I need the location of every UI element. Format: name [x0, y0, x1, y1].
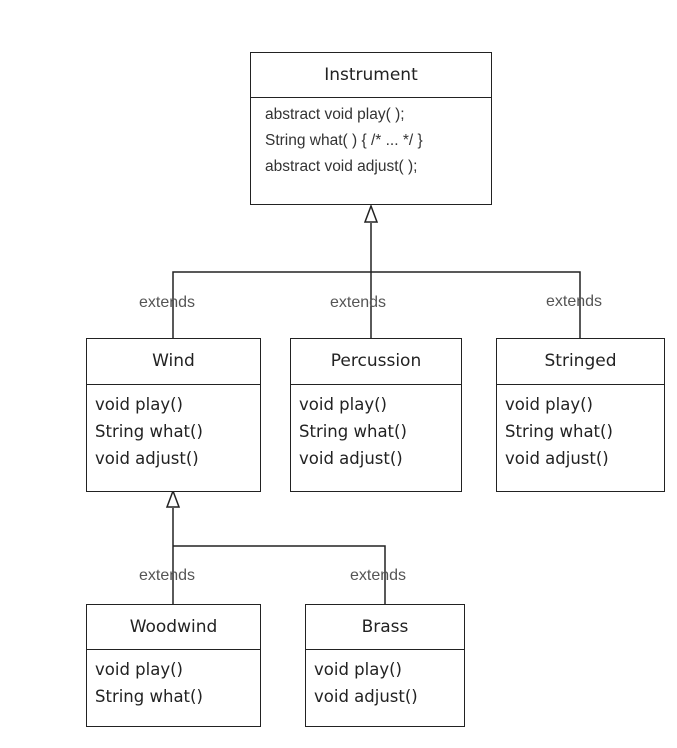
percussion-class-box: Percussion void play() String what() voi…	[290, 338, 462, 492]
percussion-member: String what()	[299, 422, 407, 441]
wind-member: void play()	[95, 395, 183, 414]
stringed-extends-label: extends	[546, 293, 603, 310]
wind-member: void adjust()	[95, 449, 199, 468]
instrument-inheritance-arrow	[363, 203, 379, 223]
wind-class-box: Wind void play() String what() void adju…	[86, 338, 261, 492]
brass-extends-label: extends	[350, 567, 407, 584]
woodwind-members: void play() String what()	[87, 650, 260, 716]
wind-member: String what()	[95, 422, 203, 441]
woodwind-member: String what()	[95, 687, 203, 706]
stringed-class-box: Stringed void play() String what() void …	[496, 338, 665, 492]
brass-class-name: Brass	[306, 605, 464, 650]
woodwind-member: void play()	[95, 660, 183, 679]
instrument-member: abstract void adjust( );	[265, 158, 418, 175]
percussion-extends-label: extends	[330, 294, 387, 311]
woodwind-class-box: Woodwind void play() String what()	[86, 604, 261, 727]
instrument-members: abstract void play( ); String what( ) { …	[251, 98, 491, 184]
percussion-class-name: Percussion	[291, 339, 461, 385]
stringed-member: void adjust()	[505, 449, 609, 468]
instrument-member: String what( ) { /* ... */ }	[265, 132, 423, 149]
level2-branch-line	[173, 545, 386, 606]
percussion-members: void play() String what() void adjust()	[291, 385, 461, 478]
brass-member: void adjust()	[314, 687, 418, 706]
brass-members: void play() void adjust()	[306, 650, 464, 716]
brass-class-box: Brass void play() void adjust()	[305, 604, 465, 727]
percussion-member: void play()	[299, 395, 387, 414]
instrument-member: abstract void play( );	[265, 106, 405, 123]
stringed-class-name: Stringed	[497, 339, 664, 385]
woodwind-class-name: Woodwind	[87, 605, 260, 650]
instrument-class-name: Instrument	[251, 53, 491, 98]
brass-member: void play()	[314, 660, 402, 679]
wind-members: void play() String what() void adjust()	[87, 385, 260, 478]
woodwind-extends-label: extends	[139, 567, 196, 584]
wind-extends-label: extends	[139, 294, 196, 311]
wind-class-name: Wind	[87, 339, 260, 385]
stringed-members: void play() String what() void adjust()	[497, 385, 664, 478]
stringed-member: String what()	[505, 422, 613, 441]
instrument-class-box: Instrument abstract void play( ); String…	[250, 52, 492, 205]
stringed-member: void play()	[505, 395, 593, 414]
percussion-member: void adjust()	[299, 449, 403, 468]
level1-branch-line	[172, 271, 581, 341]
wind-inheritance-arrow	[165, 488, 181, 508]
